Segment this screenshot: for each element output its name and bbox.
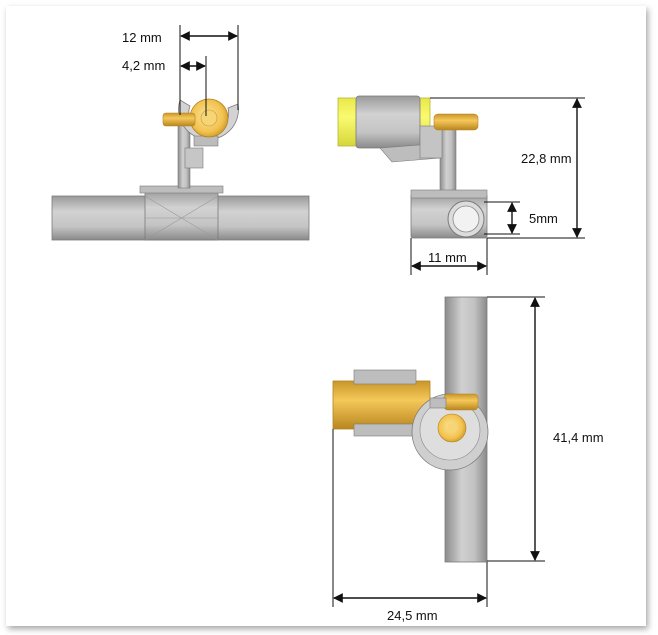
side-stem [439, 125, 457, 193]
side-cylinder [355, 95, 421, 149]
top-brass-handle [443, 393, 479, 411]
label-22-8mm: 22,8 mm [521, 151, 572, 166]
dimension-labels: 12 mm 4,2 mm 22,8 mm 5mm 11 mm 41,4 mm 2… [122, 30, 604, 623]
dimensions [179, 25, 585, 607]
label-11mm: 11 mm [428, 250, 467, 265]
label-41-4mm: 41,4 mm [553, 430, 604, 445]
side-view [337, 95, 488, 239]
front-view [51, 98, 310, 241]
label-5mm: 5mm [529, 211, 558, 226]
front-brass-handle [162, 112, 196, 127]
side-brass-knob [433, 113, 479, 131]
front-tee-block [144, 189, 219, 241]
label-12mm: 12 mm [122, 30, 162, 45]
label-4-2mm: 4,2 mm [122, 58, 165, 73]
top-view [332, 296, 489, 563]
label-24-5mm: 24,5 mm [387, 608, 438, 623]
